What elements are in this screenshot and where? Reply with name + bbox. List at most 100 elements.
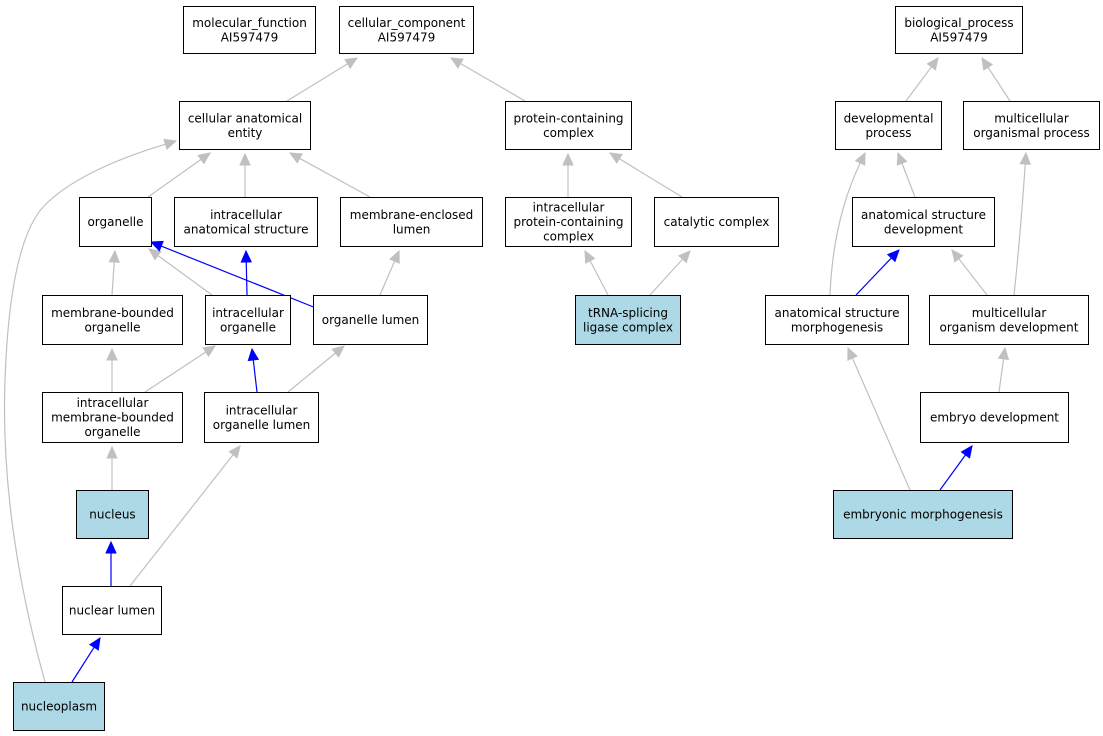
edge-intracellular_protein_containing_complex-to-protein_containing_complex [562,152,574,197]
edge-anatomical_structure_morphogenesis-to-developmental_process [829,151,866,296]
node-nuclear-lumen[interactable]: nuclear lumen [62,586,162,635]
node-label-line: membrane-enclosed [350,208,474,222]
edge-organelle-to-cellular_anatomical_entity [147,152,211,198]
node-box [174,197,318,247]
node-label-line: intracellular [212,306,284,320]
node-label-line: anatomical structure [184,222,309,236]
edge-arrowhead [389,249,400,264]
node-box [505,197,632,247]
node-label-line: entity [228,126,263,140]
node-label-line: complex [543,230,594,244]
node-label-line: anatomical structure [861,208,986,222]
node-label-line: multicellular [994,111,1069,125]
edge-arrowhead [960,445,973,459]
node-box [835,101,942,150]
edge-line [157,255,213,296]
edge-arrowhead [240,249,253,263]
node-label-line: intracellular [77,396,149,410]
edge-line [905,66,932,102]
edge-arrowhead [449,57,464,69]
node-embryo-development[interactable]: embryo development [920,392,1069,443]
edge-developmental_process-to-biological_process [905,57,939,102]
edge-anatomical_structure_morphogenesis-to-anatomical_structure_development [855,249,900,296]
node-box [852,197,995,247]
edge-arrowhead [148,248,162,261]
node-embryonic-morphogenesis[interactable]: embryonic morphogenesis [833,490,1013,539]
node-box [42,295,183,345]
node-catalytic-complex[interactable]: catalytic complex [654,197,779,247]
node-label-line: organelle lumen [213,418,311,432]
node-label-line: catalytic complex [664,215,770,229]
edge-line [245,261,248,296]
edge-line [379,260,396,296]
edge-line [851,357,911,491]
edge-intracellular_organelle_lumen-to-organelle_lumen [287,345,345,393]
edge-intracellular_anatomical_structure-to-cellular_anatomical_entity [239,152,251,197]
edge-arrowhead [584,249,596,264]
node-box [920,392,1069,443]
edge-arrowhead [108,249,120,263]
node-nucleus[interactable]: nucleus [76,490,149,539]
edge-arrowhead [197,152,211,165]
edge-arrowhead [608,152,623,164]
node-organelle-lumen[interactable]: organelle lumen [313,295,428,345]
node-label-line: nuclear lumen [69,604,155,618]
node-label-line: protein-containing [513,111,623,125]
node-label-line: embryo development [930,411,1059,425]
edge-line [619,158,683,198]
edge-arrowhead [288,152,303,164]
node-box [13,682,105,731]
edge-embryonic_morphogenesis-to-anatomical_structure_morphogenesis [847,346,911,491]
edge-arrowhead [88,636,101,651]
node-box [833,490,1013,539]
edge-trna_splicing_ligase_complex-to-intracellular_protein_containing_complex [584,249,609,296]
edge-line [901,163,916,198]
edge-arrowhead [1019,151,1031,165]
node-box [205,295,291,345]
edge-nucleoplasm-to-nuclear_lumen [71,636,101,683]
node-label-line: intracellular [210,208,282,222]
node-label-line: lumen [393,222,431,236]
edge-line [147,158,202,198]
node-label-line: intracellular [533,201,605,215]
node-box [654,197,779,247]
edge-line [3,143,166,683]
node-label-line: embryonic morphogenesis [843,508,1003,522]
edge-arrowhead [886,249,900,263]
edge-trna_splicing_ligase_complex-to-catalytic_complex [649,250,691,296]
edge-arrowhead [981,56,994,71]
edge-organelle_lumen-to-membrane_enclosed_lumen [379,249,400,296]
edge-line [998,358,1005,393]
edge-anatomical_structure_development-to-developmental_process [896,151,916,198]
node-label-line: protein-containing [513,215,623,229]
node-nucleoplasm[interactable]: nucleoplasm [13,682,105,731]
edge-protein_containing_complex-to-cellular_component [449,57,526,102]
edge-arrowhead [847,346,858,361]
node-organelle[interactable]: organelle [79,197,152,247]
edge-membrane_bounded_organelle-to-organelle [108,249,120,296]
node-box [204,392,319,443]
edge-line [987,66,1011,102]
edge-arrowhead [331,345,345,358]
node-label-line: organismal process [973,126,1090,140]
node-label-line: organelle [87,215,143,229]
